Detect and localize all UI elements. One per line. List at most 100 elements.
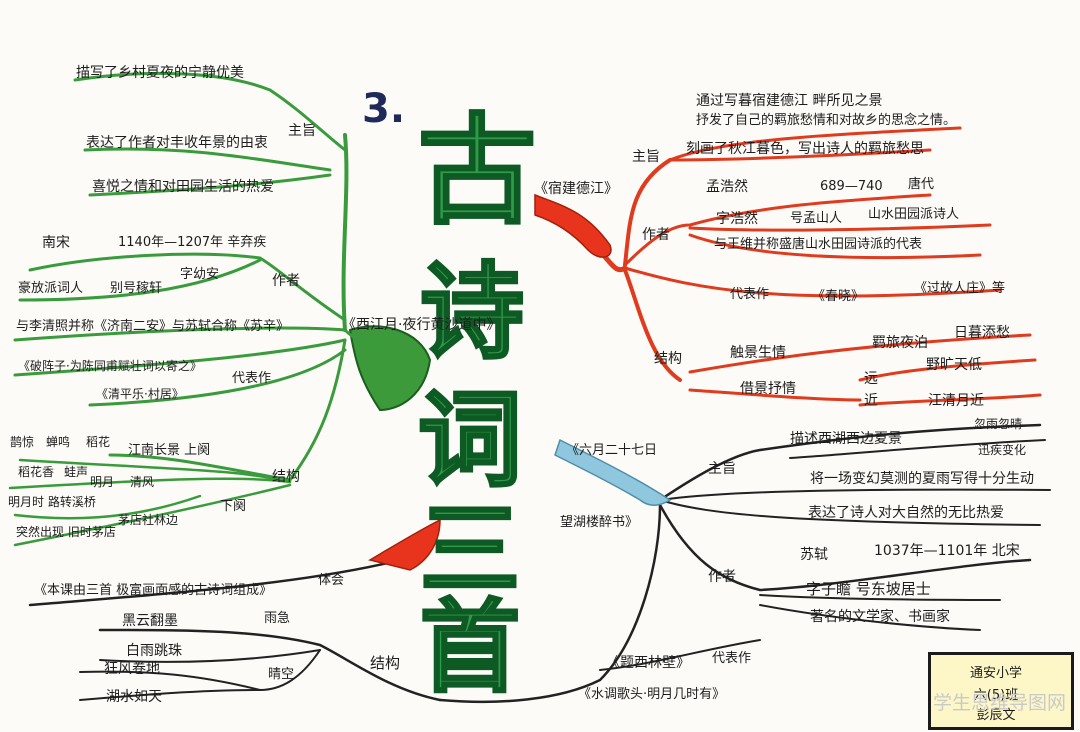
blue-branch-lines [438, 423, 1051, 704]
blue-works-2: 《水调歌头·明月几时有》 [578, 687, 726, 702]
bottom-r-1: 黑云翻墨 [122, 613, 178, 629]
blue-author-years: 1037年—1101年 北宋 [874, 543, 1020, 559]
green-years-name: 1140年—1207年 辛弃疾 [118, 235, 267, 250]
blue-theme-tag: 忽雨忽晴 [974, 417, 1023, 431]
green-works-2: 《破阵子·为陈同甫赋壮词以寄之》 [18, 359, 202, 373]
red-author-label: 作者 [642, 227, 670, 243]
green-s-1c: 稻花 [86, 435, 111, 449]
red-author-fame: 与王维并称盛唐山水田园诗派的代表 [714, 237, 923, 252]
red-s-near: 近 [864, 393, 878, 409]
green-author-label: 作者 [272, 273, 300, 289]
blue-author-fame: 著名的文学家、书画家 [810, 609, 950, 625]
leaf-shape [348, 325, 432, 412]
red-structure-label: 结构 [654, 351, 682, 367]
red-s-scene: 借景抒情 [740, 381, 796, 397]
blue-ribbon-shape [554, 438, 672, 506]
green-structure-label: 结构 [272, 469, 300, 485]
red-s-near-value: 江清月近 [928, 393, 984, 409]
green-structure-note: 江南长景 上阕 [128, 443, 211, 458]
red-s-touch-a: 羁旅夜泊 [872, 335, 928, 351]
blue-author-label: 作者 [708, 569, 736, 585]
badge-student: 彭辰文 [976, 708, 1016, 723]
green-works-1: 与李清照并称《济南二安》与苏轼合称《苏辛》 [16, 319, 290, 334]
green-theme-2: 表达了作者对丰收年景的由衷 [86, 135, 268, 151]
green-s-2a: 稻花香 [18, 465, 55, 479]
red-works-1: 《春晓》 [812, 289, 865, 304]
red-author-years: 689—740 [820, 179, 883, 194]
red-theme-3: 刻画了秋江暮色，写出诗人的羁旅愁思 [686, 141, 924, 157]
green-lower-label: 下阕 [220, 499, 247, 514]
vine-shape [343, 328, 381, 347]
red-s-far: 远 [864, 371, 878, 387]
green-branch-lines [8, 71, 349, 547]
badge-school: 通安小学 [969, 666, 1022, 681]
green-s-4: 明月时 路转溪桥 [8, 495, 96, 509]
blue-theme-tag2: 迅疾变化 [978, 443, 1027, 457]
green-school: 豪放派词人 [18, 281, 84, 296]
blue-theme-label: 主旨 [708, 461, 736, 477]
red-branch-lines [587, 126, 1042, 407]
blue-poem-title-2: 望湖楼醉书》 [560, 515, 639, 530]
blue-theme-3: 表达了诗人对大自然的无比热爱 [808, 505, 1004, 521]
red-works-2: 《过故人庄》等 [914, 281, 1006, 296]
green-s-1a: 鹊惊 [10, 435, 35, 449]
red-author-dynasty: 唐代 [908, 177, 935, 192]
author-badge [928, 652, 1074, 730]
title-char-4: 三 [419, 491, 522, 608]
bottom-theme: 体会 [318, 573, 345, 588]
red-author-courtesy: 字浩然 [716, 211, 758, 227]
watermark: 学生思维导图网 [932, 692, 1066, 714]
bottom-sky-label: 晴空 [268, 667, 295, 682]
blue-works-label: 代表作 [712, 651, 752, 666]
red-tip-shape [368, 518, 441, 571]
red-works-label: 代表作 [730, 287, 770, 302]
blue-poem-title-1: 《六月二十七日 [566, 443, 658, 458]
green-s-2b: 蛙声 [64, 465, 89, 479]
green-s-1b: 蝉鸣 [46, 435, 71, 449]
blue-theme-1: 描述西湖西边夏景 [790, 431, 902, 447]
green-poem-title: 《西江月·夜行黄沙道中》 [342, 317, 501, 333]
green-lower-note: 茅店社林边 [118, 513, 179, 527]
red-author-school: 山水田园派诗人 [868, 207, 960, 222]
green-s-3b: 清风 [130, 475, 155, 489]
green-theme-3: 喜悦之情和对田园生活的热爱 [92, 179, 274, 195]
blue-theme-2: 将一场变幻莫测的夏雨写得十分生动 [810, 471, 1034, 487]
green-courtesy: 字幼安 [180, 267, 220, 282]
bottom-rain-label: 雨急 [264, 611, 291, 626]
lesson-number: 3. [362, 86, 406, 132]
red-author-alias: 号孟山人 [790, 211, 843, 226]
bottom-r-3: 狂风卷地 [104, 661, 160, 677]
red-s-far-value: 野旷天低 [926, 357, 982, 373]
bottom-r-4: 湖水如天 [106, 689, 162, 705]
bottom-structure-label: 结构 [370, 654, 401, 672]
green-works-3: 《清平乐·村居》 [96, 387, 184, 401]
red-author-name: 孟浩然 [706, 179, 748, 195]
green-theme-1: 描写了乡村夏夜的宁静优美 [76, 65, 244, 81]
red-theme-label: 主旨 [632, 149, 660, 165]
blue-author-courtesy: 字子瞻 号东坡居士 [806, 580, 931, 598]
red-s-touch: 触景生情 [730, 345, 786, 361]
green-theme-label: 主旨 [288, 123, 316, 139]
red-poem-title: 《宿建德江》 [534, 181, 618, 197]
title-char-5: 首 [419, 589, 522, 706]
red-s-touch-b: 日暮添愁 [954, 325, 1010, 341]
red-theme-1: 通过写暮宿建德江 畔所见之景 [696, 93, 883, 109]
badge-class: 六(5)班 [973, 688, 1019, 703]
red-ribbon-shape [534, 193, 612, 258]
bottom-note: 《本课由三首 极富画面感的古诗词组成》 [34, 583, 273, 598]
title-char-1: 古 [416, 102, 537, 240]
title-char-2: 诗 [418, 251, 525, 373]
red-theme-2: 抒发了自己的羁旅愁情和对故乡的思念之情。 [696, 113, 957, 128]
title-char-3: 词 [416, 379, 523, 501]
blue-author-name: 苏轼 [800, 547, 828, 563]
blue-works-1: 《题西林壁》 [606, 655, 690, 671]
bottom-r-2: 白雨跳珠 [126, 643, 182, 659]
green-works-label: 代表作 [232, 371, 272, 386]
green-s-5: 突然出现 旧时茅店 [16, 525, 116, 539]
green-alias: 别号稼轩 [110, 281, 163, 296]
green-dynasty: 南宋 [42, 235, 70, 251]
bottom-branch-lines [28, 558, 442, 702]
green-s-3a: 明月 [90, 475, 115, 489]
